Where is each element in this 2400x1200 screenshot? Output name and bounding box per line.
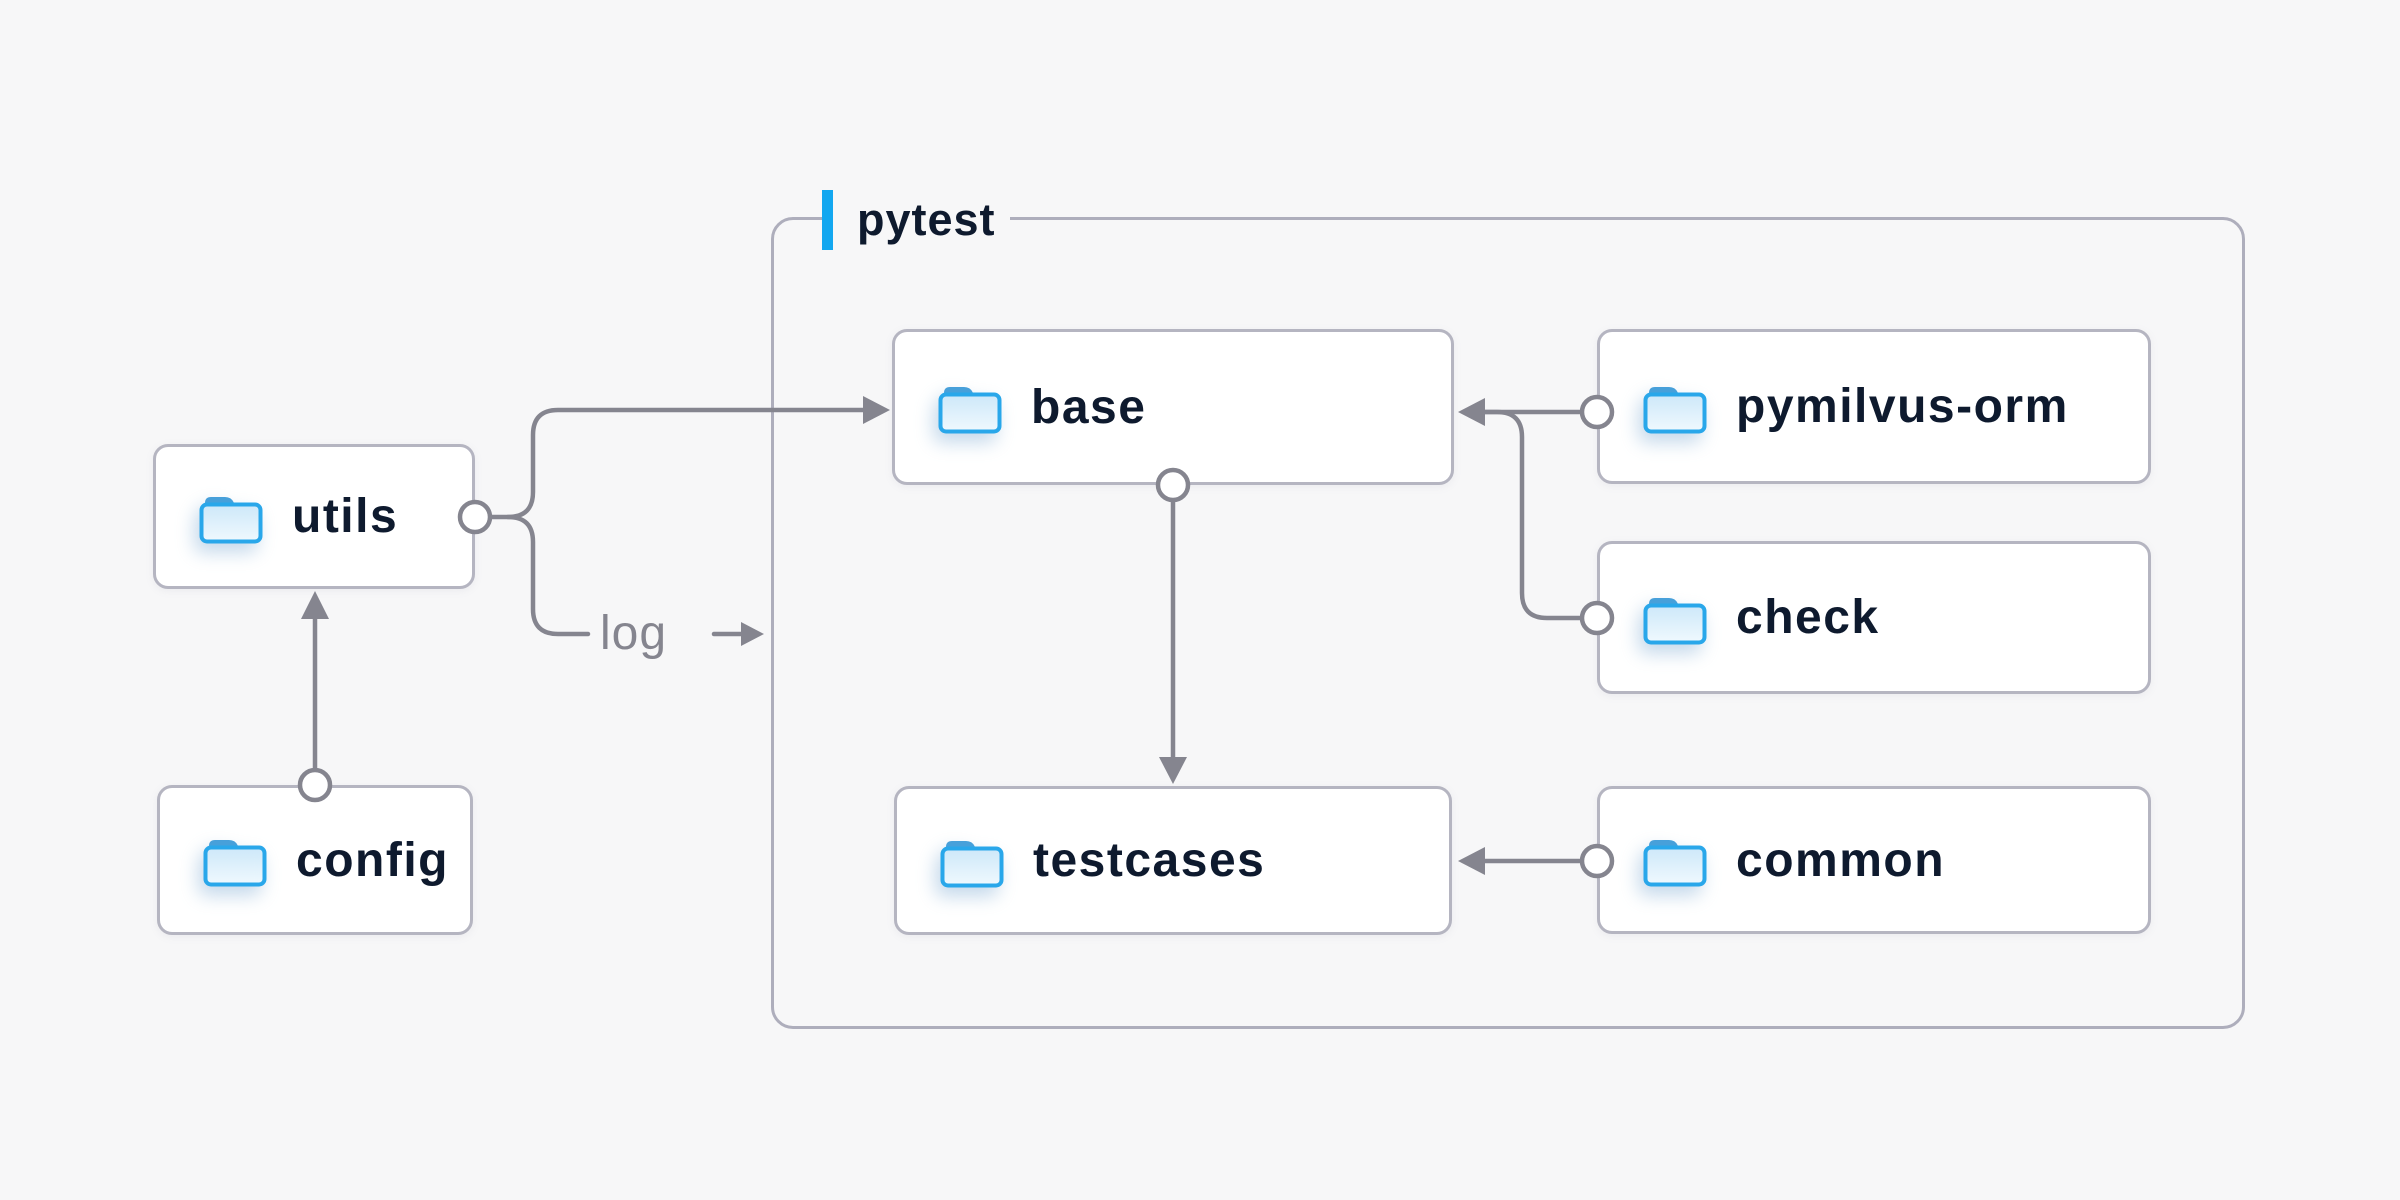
arrowhead-log xyxy=(741,622,764,646)
folder-icon xyxy=(203,838,267,887)
node-config-label: config xyxy=(296,833,449,887)
node-testcases-label: testcases xyxy=(1033,834,1266,887)
edge-label-log: log xyxy=(600,607,668,660)
arrowhead-into-utils xyxy=(301,591,329,619)
folder-icon xyxy=(1643,595,1707,644)
node-common[interactable]: common xyxy=(1597,786,2151,934)
node-testcases[interactable]: testcases xyxy=(894,786,1452,935)
folder-icon xyxy=(199,494,263,543)
pytest-group: pytest xyxy=(771,189,2245,1029)
folder-icon xyxy=(940,838,1004,887)
accent-bar-icon xyxy=(822,190,833,250)
node-pymilvus-orm-label: pymilvus-orm xyxy=(1736,380,2069,433)
pytest-group-label: pytest xyxy=(822,189,1010,251)
node-check[interactable]: check xyxy=(1597,541,2151,694)
node-base[interactable]: base xyxy=(892,329,1454,485)
folder-icon xyxy=(938,385,1002,434)
node-pymilvus-orm[interactable]: pymilvus-orm xyxy=(1597,329,2151,484)
folder-icon xyxy=(1643,838,1707,887)
edge-utils-to-log xyxy=(505,514,591,637)
node-config[interactable]: config xyxy=(157,785,473,935)
node-common-label: common xyxy=(1736,833,1946,887)
node-base-label: base xyxy=(1031,380,1147,434)
node-utils[interactable]: utils xyxy=(153,444,475,589)
folder-icon xyxy=(1643,384,1707,433)
node-utils-label: utils xyxy=(292,490,399,543)
node-check-label: check xyxy=(1736,591,1880,644)
pytest-group-title: pytest xyxy=(857,194,996,245)
